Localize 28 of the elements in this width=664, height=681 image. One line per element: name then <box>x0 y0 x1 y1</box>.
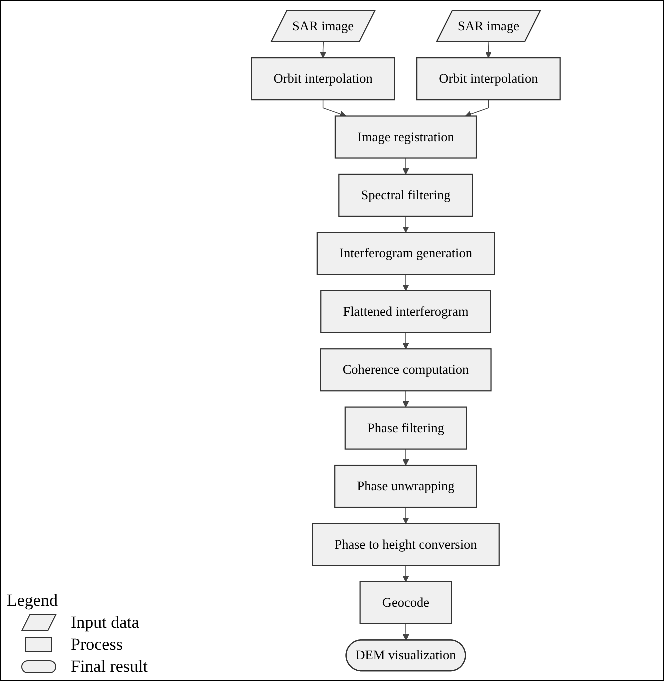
arrow <box>402 216 410 233</box>
legend-label: Input data <box>71 613 140 633</box>
arrow <box>402 390 410 408</box>
node-box: Phase unwrapping <box>334 464 478 508</box>
node-box: Spectral filtering <box>338 174 474 218</box>
arrow <box>402 158 410 175</box>
legend-label: Final result <box>71 657 148 677</box>
node-box: Interferogram generation <box>316 232 496 276</box>
arrow <box>402 565 410 582</box>
arrow <box>402 624 410 641</box>
node-box: Phase to height conversion <box>312 523 500 566</box>
legend-label: Process <box>71 635 123 655</box>
legend-title: Legend <box>7 591 58 611</box>
arrow <box>465 100 490 118</box>
node-box: Coherence computation <box>320 348 492 392</box>
node-box: Image registration <box>334 116 478 159</box>
node-box: Orbit interpolation <box>251 58 396 101</box>
arrow <box>485 42 492 58</box>
arrow <box>320 42 327 58</box>
node-box: Orbit interpolation <box>416 58 561 101</box>
node-box: Phase filtering <box>344 406 468 450</box>
arrow <box>402 507 410 524</box>
arrow <box>322 100 347 118</box>
arrow <box>402 332 410 350</box>
node-box: Geocode <box>360 581 452 624</box>
node-box: Flattened interferogram <box>320 290 492 334</box>
arrow <box>402 274 410 292</box>
arrow <box>402 448 410 466</box>
